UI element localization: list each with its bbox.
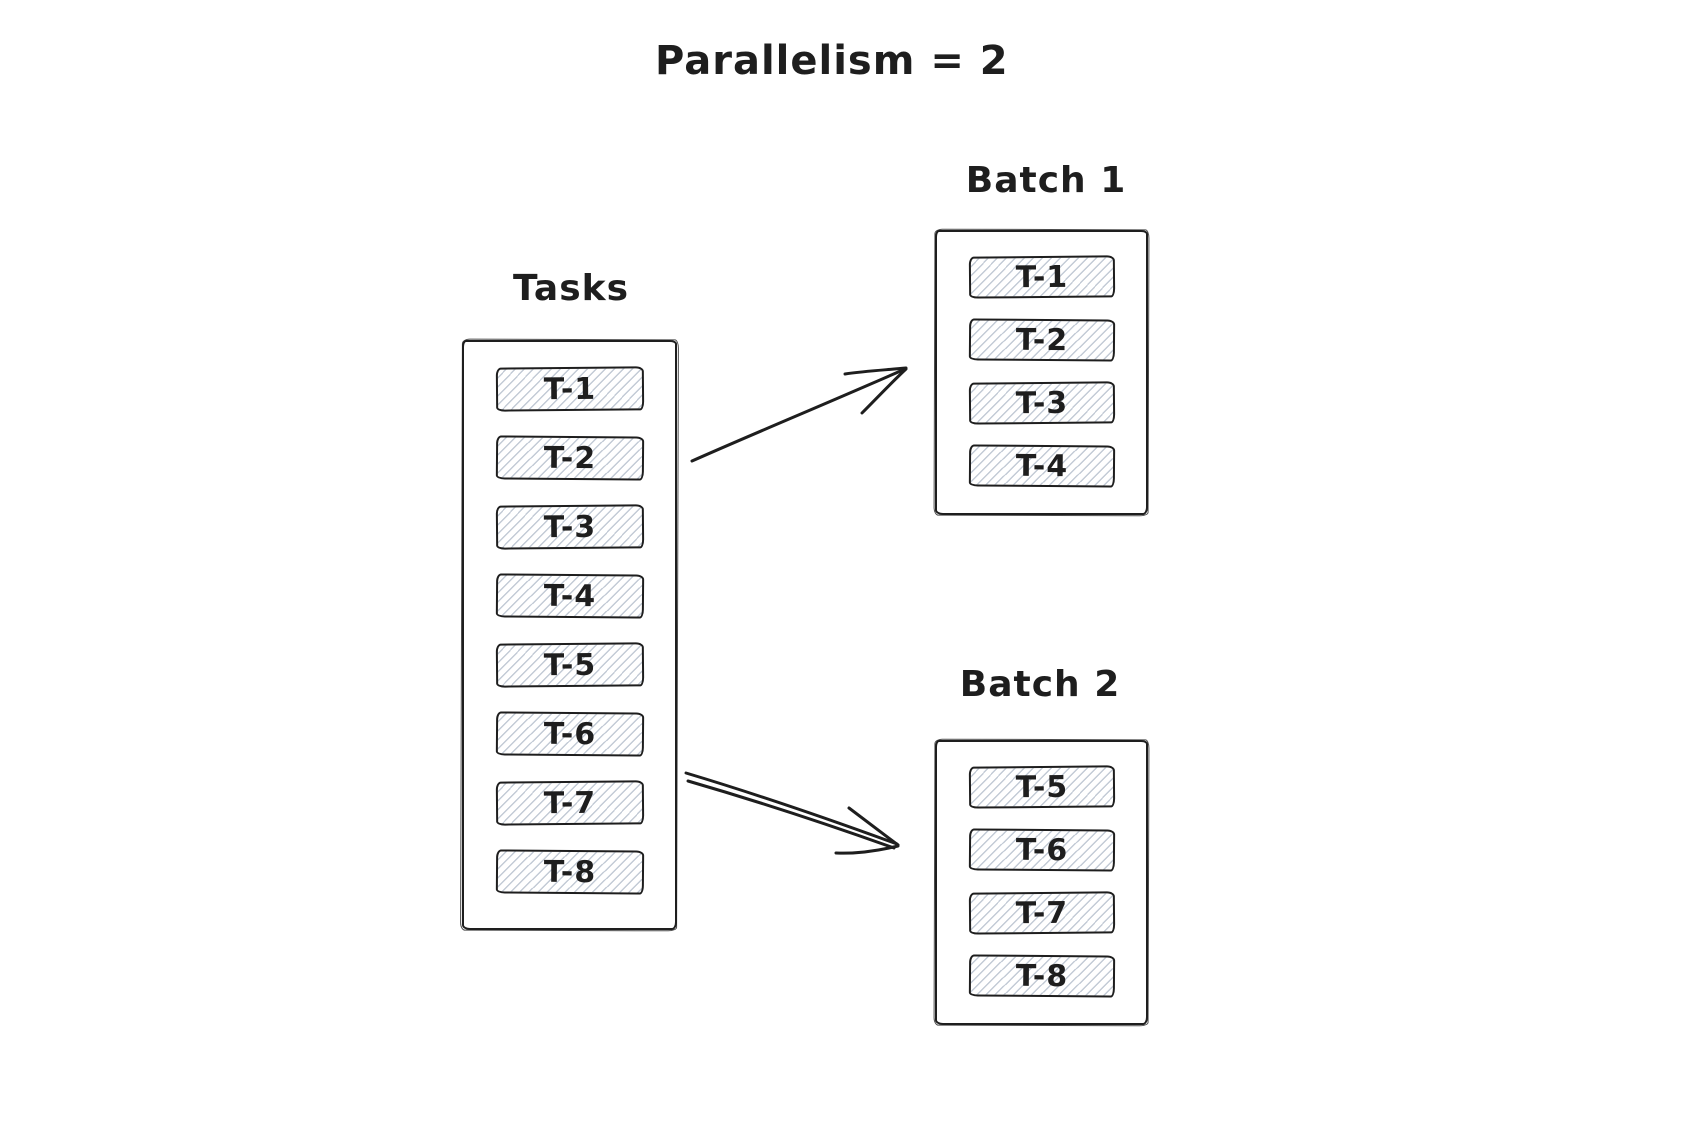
batch-1-chip-t1: T-1	[968, 255, 1115, 299]
batch-2-label: Batch 2	[959, 664, 1121, 705]
tasks-chip-t8: T-8	[495, 849, 644, 895]
batch-2-chip-t5: T-5	[968, 765, 1115, 809]
tasks-panel: T-1 T-2 T-3 T-4 T-5 T-6 T-7 T-8	[462, 340, 677, 930]
batch-1-chip-t2: T-2	[968, 318, 1115, 362]
tasks-chip-t6: T-6	[495, 711, 644, 757]
tasks-chip-t1: T-1	[495, 366, 644, 412]
tasks-chip-t7: T-7	[495, 780, 644, 826]
batch-2-chip-t7: T-7	[968, 891, 1115, 935]
tasks-chip-t4: T-4	[495, 573, 644, 619]
batch-1-chip-t3: T-3	[968, 381, 1115, 425]
tasks-label: Tasks	[512, 268, 629, 309]
diagram-title: Parallelism = 2	[655, 38, 1009, 84]
batch-2-chip-t6: T-6	[968, 828, 1115, 872]
batch-1-chip-t4: T-4	[968, 444, 1115, 488]
tasks-chip-t5: T-5	[495, 642, 644, 688]
arrow-tasks-to-batch-2	[684, 771, 900, 855]
batch-2-panel: T-5 T-6 T-7 T-8	[935, 740, 1148, 1025]
batch-1-label: Batch 1	[965, 160, 1127, 201]
batch-2-chip-t8: T-8	[968, 954, 1115, 998]
tasks-chip-t2: T-2	[495, 435, 644, 481]
batch-1-panel: T-1 T-2 T-3 T-4	[935, 230, 1148, 515]
arrow-tasks-to-batch-1	[690, 366, 908, 463]
tasks-chip-t3: T-3	[495, 504, 644, 550]
